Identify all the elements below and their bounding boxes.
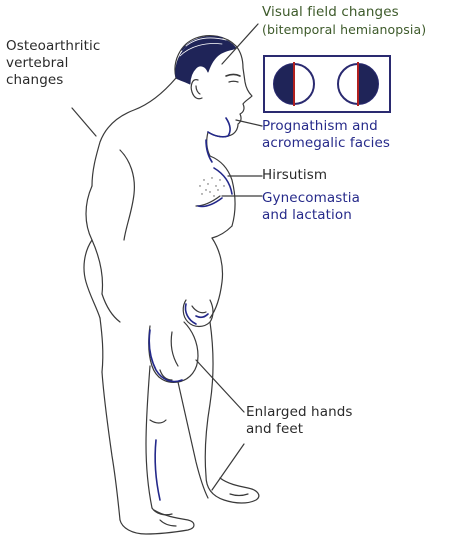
leader-enlarged-hand — [196, 360, 244, 412]
label-gynecomastia: Gynecomastia and lactation — [262, 190, 360, 224]
foot-back — [120, 510, 194, 534]
label-osteoarthritic: Osteoarthritic vertebral changes — [6, 38, 100, 89]
leg-back — [102, 372, 120, 520]
label-prognathism: Prognathism and acromegalic facies — [262, 118, 390, 152]
label-hirsutism-line1: Hirsutism — [262, 167, 327, 184]
label-osteoarthritic-line1: Osteoarthritic — [6, 38, 100, 55]
visual-field-icons — [264, 56, 390, 112]
label-osteoarthritic-line3: changes — [6, 72, 100, 89]
foot-front — [206, 476, 259, 503]
label-gynecomastia-line2: and lactation — [262, 207, 360, 224]
visual-field-left-eye-icon — [274, 62, 314, 106]
neck-back — [92, 78, 176, 186]
leg-front-2 — [178, 382, 208, 498]
chest-highlight — [214, 168, 232, 194]
label-prognathism-line1: Prognathism and — [262, 118, 390, 135]
leg-highlight — [155, 440, 160, 500]
label-enlarged-line2: and feet — [246, 421, 353, 438]
hand-right — [183, 300, 213, 327]
leader-osteoarthritic — [72, 108, 96, 136]
label-visual-field-line1: Visual field changes — [262, 4, 426, 21]
label-enlarged: Enlarged hands and feet — [246, 404, 353, 438]
upper-arm — [86, 186, 103, 294]
label-osteoarthritic-line2: vertebral — [6, 55, 100, 72]
chest-hair-dots — [199, 177, 224, 196]
jaw-highlight — [208, 118, 230, 137]
hand-left — [149, 322, 198, 382]
hand-highlight — [149, 330, 182, 382]
label-gynecomastia-line1: Gynecomastia — [262, 190, 360, 207]
label-prognathism-line2: acromegalic facies — [262, 135, 390, 152]
label-visual-field: Visual field changes (bitemporal hemiano… — [262, 4, 426, 38]
label-visual-field-line2: (bitemporal hemianopsia) — [262, 21, 426, 38]
leg-right-outer — [205, 322, 213, 476]
buttocks — [84, 240, 100, 318]
label-enlarged-line1: Enlarged hands — [246, 404, 353, 421]
leg-front-1 — [146, 366, 152, 508]
label-hirsutism: Hirsutism — [262, 167, 327, 184]
neck-highlight — [206, 140, 212, 162]
visual-field-right-eye-icon — [338, 62, 378, 106]
